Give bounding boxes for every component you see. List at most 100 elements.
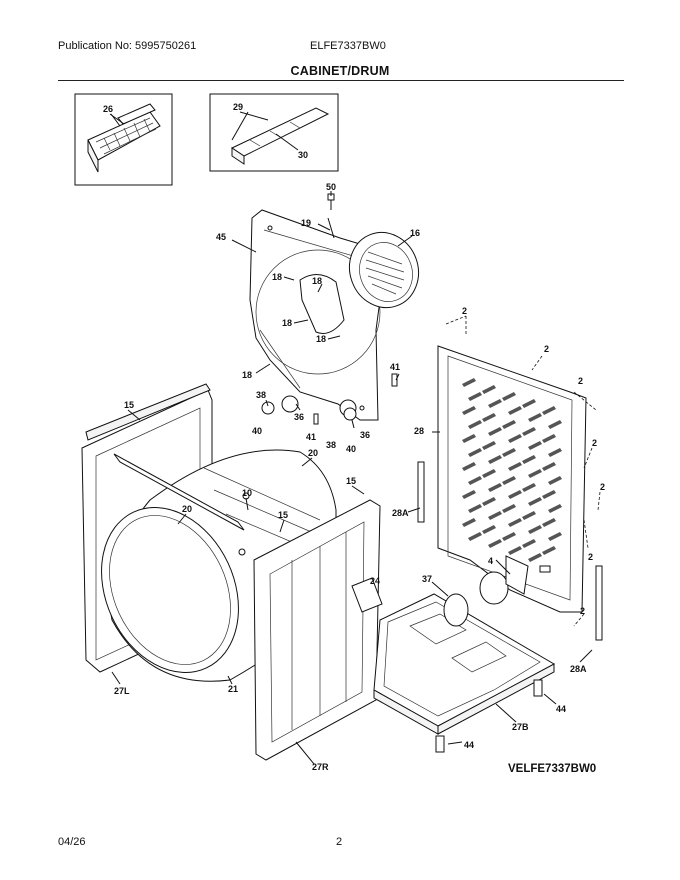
vent-slots [462,378,562,562]
vent-slot [462,434,476,443]
callout-27R: 27R [312,762,329,772]
vent-slot [548,532,562,541]
vent-slot [468,476,482,485]
vent-slot [528,413,542,422]
vent-slot [502,532,516,541]
vent-slot [508,406,522,415]
callout-37: 37 [422,574,432,584]
callout-18-d: 18 [316,334,326,344]
callout-18-e: 18 [242,370,252,380]
vent-slot [548,448,562,457]
back-panel [437,345,587,613]
vent-slot [502,448,516,457]
callout-2-g: 2 [580,606,585,616]
callout-38-a: 38 [256,390,266,400]
vent-slot [542,490,556,499]
callout-18-b: 18 [312,276,322,286]
vent-slot [482,469,496,478]
header-rule [58,80,624,81]
vent-slot [528,525,542,534]
callout-36-a: 36 [294,412,304,422]
sensor-wire [327,193,335,239]
callout-40-b: 40 [346,444,356,454]
inset-duct [209,93,339,172]
inset-lint-filter [74,93,173,186]
callout-20-a: 20 [308,448,318,458]
vent-slot [462,406,476,415]
vent-slot [468,504,482,513]
callout-45: 45 [216,232,226,242]
callout-24: 24 [370,576,380,586]
callout-40-a: 40 [252,426,262,436]
page-title: CABINET/DRUM [290,64,390,78]
callout-15-c: 15 [278,510,288,520]
callout-38-b: 38 [326,440,336,450]
callout-21: 21 [228,684,238,694]
vent-slot [488,483,502,492]
vent-slot [468,392,482,401]
callout-27L: 27L [114,686,130,696]
footer-page-number: 2 [336,836,343,848]
vent-slot [462,462,476,471]
vent-slot [508,490,522,499]
vent-slot [488,455,502,464]
callout-26: 26 [103,104,113,114]
callout-41-a: 41 [390,362,400,372]
blower-housing [349,231,419,309]
vent-slot [482,385,496,394]
vent-slot [502,420,516,429]
callout-44-a: 44 [556,704,566,714]
vent-slot [522,427,536,436]
vent-slot [522,483,536,492]
callout-41-b: 41 [306,432,316,442]
callout-50: 50 [326,182,336,192]
vent-slot [528,497,542,506]
callout-2-a: 2 [462,306,467,316]
vent-slot [482,441,496,450]
vent-slot [462,490,476,499]
callout-28A-a: 28A [392,508,409,518]
callout-15-b: 15 [346,476,356,486]
vent-slot [548,476,562,485]
callout-2-e: 2 [600,482,605,492]
vent-slot [468,448,482,457]
callout-2-f: 2 [588,552,593,562]
callout-labels: 26 29 30 50 19 16 45 18 18 18 18 18 2 2 … [103,102,605,772]
vent-slot [522,511,536,520]
vent-slot [542,462,556,471]
vent-slot [468,532,482,541]
callout-15-a: 15 [124,400,134,410]
vent-slot [462,378,476,387]
callout-4: 4 [488,556,493,566]
diagram-model-label: VELFE7337BW0 [508,763,597,775]
vent-slot [502,504,516,513]
vent-slot [522,399,536,408]
callout-19: 19 [301,218,311,228]
vent-slot [548,504,562,513]
vent-slot [542,518,556,527]
vent-slot [528,469,542,478]
vent-slot [508,546,522,555]
vent-slot [508,518,522,527]
callout-30: 30 [298,150,308,160]
vent-slot [542,406,556,415]
vent-slot [502,476,516,485]
vent-slot [468,420,482,429]
vent-slot [522,539,536,548]
callout-2-d: 2 [592,438,597,448]
callout-18-c: 18 [282,318,292,328]
callout-44-b: 44 [464,740,474,750]
vent-slot [542,434,556,443]
right-side-panel [253,499,381,761]
callout-18-a: 18 [272,272,282,282]
callout-2-c: 2 [578,376,583,386]
callout-20-b: 20 [182,504,192,514]
publication-number: Publication No: 5995750261 [58,40,197,52]
callout-28A-b: 28A [570,664,587,674]
callout-36-b: 36 [360,430,370,440]
callout-2-b: 2 [544,344,549,354]
callout-28: 28 [414,426,424,436]
vent-slot [488,539,502,548]
vent-slot [488,511,502,520]
